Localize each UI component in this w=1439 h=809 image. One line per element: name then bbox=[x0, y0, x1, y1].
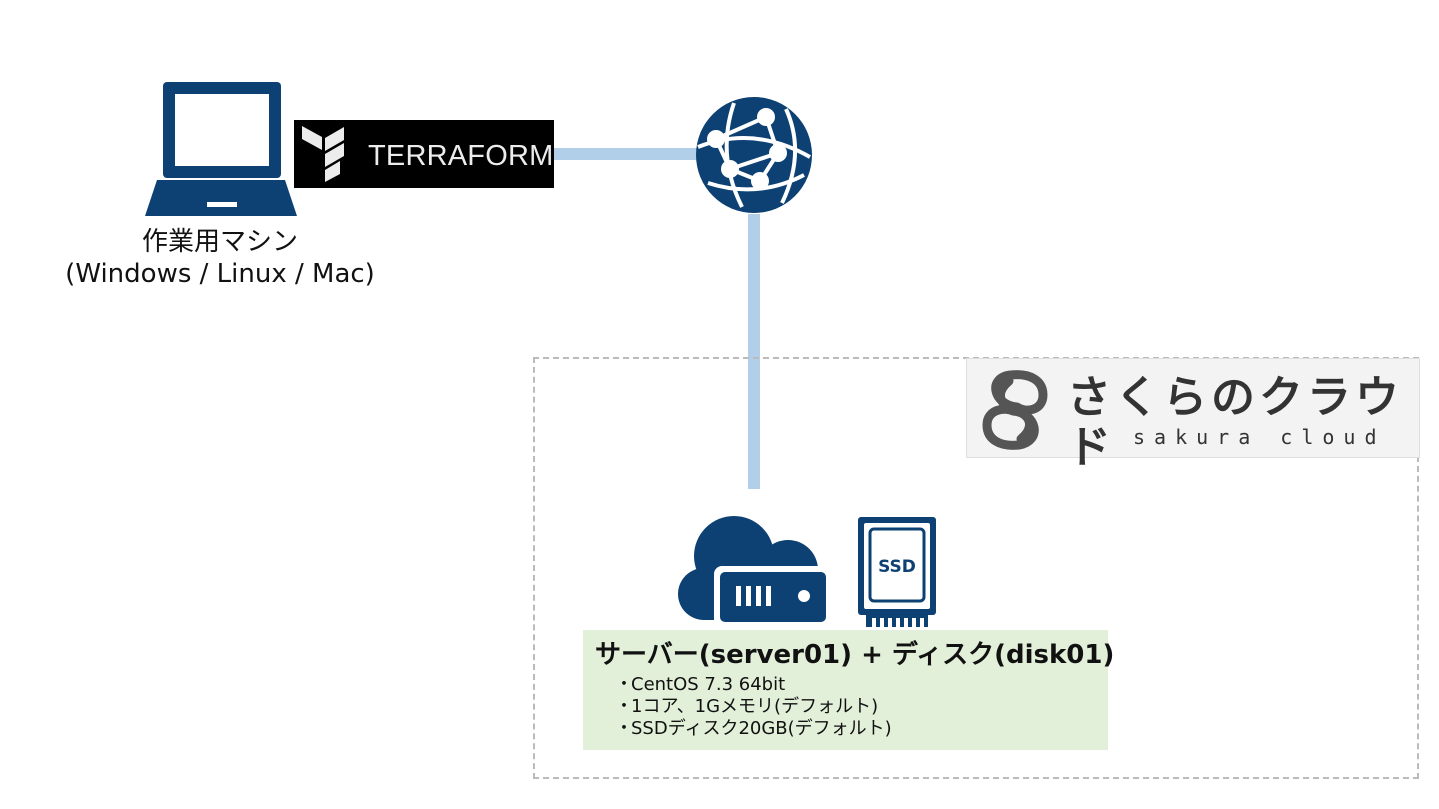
spec-bullet: ・ bbox=[615, 718, 633, 739]
terraform-logo: TERRAFORM bbox=[294, 120, 554, 188]
connector-terraform-to-network bbox=[553, 148, 699, 160]
ssd-icon-label: SSD bbox=[878, 557, 916, 577]
terraform-mark-icon bbox=[294, 120, 364, 188]
sakura-logo-title: さくらのクラウド bbox=[1067, 372, 1403, 473]
spec-bullet: ・ bbox=[615, 674, 633, 695]
sakura-swirl-icon bbox=[973, 367, 1057, 453]
terraform-wordmark: TERRAFORM bbox=[368, 140, 554, 172]
sakura-cloud-logo: さくらのクラウド sakura cloud bbox=[966, 358, 1420, 473]
workstation-caption-line2: (Windows / Linux / Mac) bbox=[65, 259, 375, 289]
workstation-caption-line1: 作業用マシン bbox=[141, 227, 298, 257]
spec-text: SSDディスク20GB(デフォルト) bbox=[631, 718, 892, 739]
server-title: サーバー(server01) + ディスク(disk01) bbox=[595, 640, 1115, 670]
spec-item: ・CentOS 7.3 64bit bbox=[611, 674, 892, 696]
sakura-logo-subtitle: sakura cloud bbox=[1133, 425, 1386, 449]
globe-network-icon bbox=[694, 95, 814, 215]
workstation-caption: 作業用マシン (Windows / Linux / Mac) bbox=[40, 226, 400, 290]
spec-item: ・1コア、1Gメモリ(デフォルト) bbox=[611, 696, 892, 718]
connector-network-to-cloud bbox=[748, 214, 760, 489]
server-info-panel: サーバー(server01) + ディスク(disk01) ・CentOS 7.… bbox=[583, 630, 1114, 750]
server-spec-list: ・CentOS 7.3 64bit ・1コア、1Gメモリ(デフォルト) ・SSD… bbox=[611, 674, 892, 740]
cloud-server-icon bbox=[676, 514, 836, 630]
ssd-icon: SSD bbox=[856, 515, 940, 629]
spec-item: ・SSDディスク20GB(デフォルト) bbox=[611, 718, 892, 740]
spec-text: 1コア、1Gメモリ(デフォルト) bbox=[631, 696, 879, 717]
spec-bullet: ・ bbox=[615, 696, 633, 717]
spec-text: CentOS 7.3 64bit bbox=[631, 674, 786, 695]
laptop-icon bbox=[143, 80, 299, 218]
